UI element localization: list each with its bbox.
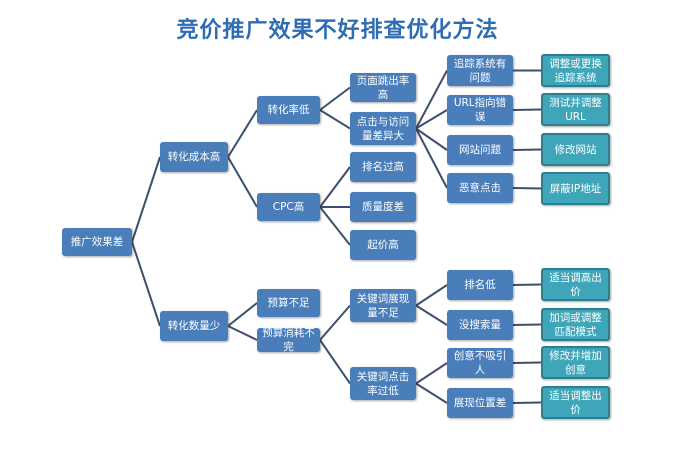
connector-d4-e4 bbox=[512, 187, 542, 190]
connector-root-a2 bbox=[131, 241, 161, 327]
connector-c7-d8 bbox=[415, 382, 448, 404]
connector-d8-e8 bbox=[512, 401, 542, 404]
diagram-title: 竞价推广效果不好排查优化方法 bbox=[176, 18, 499, 43]
node-unattractive-creative: 创意不吸引人 bbox=[447, 348, 513, 378]
connector-a1-b1 bbox=[227, 109, 258, 158]
connector-root-a1 bbox=[131, 156, 161, 243]
node-click-visit-gap: 点击与访问量差异大 bbox=[350, 112, 416, 145]
node-poor-position: 展现位置差 bbox=[447, 388, 513, 418]
node-low-rank: 排名低 bbox=[447, 270, 513, 300]
connector-a2-b3 bbox=[227, 302, 258, 327]
connector-b2-c5 bbox=[319, 206, 351, 246]
solution-test-url: 测试并调整URL bbox=[541, 93, 610, 126]
connector-d5-e5 bbox=[512, 283, 542, 286]
node-rank-too-high: 排名过高 bbox=[350, 152, 416, 182]
connector-c6-d5 bbox=[415, 284, 448, 307]
node-url-error: URL指向错误 bbox=[447, 95, 513, 125]
node-low-conversion-rate: 转化率低 bbox=[257, 96, 320, 124]
connector-c2-d1 bbox=[415, 70, 448, 129]
connector-c2-d3 bbox=[415, 127, 448, 151]
connector-c6-d6 bbox=[415, 304, 448, 326]
solution-adjust-bid: 适当调整出价 bbox=[541, 386, 610, 419]
node-low-impressions: 关键词展现量不足 bbox=[350, 289, 416, 322]
solution-improve-creative: 修改并增加创意 bbox=[541, 346, 610, 379]
node-website-issue: 网站问题 bbox=[447, 135, 513, 165]
node-high-bounce: 页面跳出率高 bbox=[350, 73, 416, 102]
node-no-search-volume: 没搜索量 bbox=[447, 310, 513, 340]
connector-d7-e7 bbox=[512, 361, 542, 364]
connector-d3-e3 bbox=[512, 148, 542, 151]
connector-b4-c6 bbox=[319, 304, 351, 341]
solution-fix-website: 修改网站 bbox=[541, 133, 610, 166]
connector-d2-e2 bbox=[512, 108, 542, 111]
connector-c2-d4 bbox=[415, 128, 448, 189]
node-low-conversions: 转化数量少 bbox=[160, 311, 228, 341]
node-poor-quality: 质量度差 bbox=[350, 192, 416, 222]
solution-raise-bid: 适当调高出价 bbox=[541, 268, 610, 301]
connector-a2-b4 bbox=[227, 325, 258, 341]
connector-d6-e6 bbox=[512, 323, 542, 326]
node-root: 推广效果差 bbox=[62, 228, 132, 256]
connector-b2-c3 bbox=[319, 166, 351, 208]
connector-b4-c7 bbox=[319, 339, 351, 385]
node-malicious-clicks: 恶意点击 bbox=[447, 173, 513, 203]
node-budget-insufficient: 预算不足 bbox=[257, 289, 320, 317]
connector-b1-c1 bbox=[319, 86, 351, 111]
node-tracking-issue: 追踪系统有问题 bbox=[447, 55, 513, 86]
connector-c2-d2 bbox=[415, 109, 448, 130]
solution-block-ip: 屏蔽IP地址 bbox=[541, 172, 610, 205]
solution-replace-tracking: 调整或更换追踪系统 bbox=[541, 54, 610, 87]
node-high-cpc: CPC高 bbox=[257, 193, 320, 221]
node-high-min-bid: 起价高 bbox=[350, 230, 416, 260]
connector-c7-d7 bbox=[415, 362, 448, 385]
node-high-conversion-cost: 转化成本高 bbox=[160, 142, 228, 172]
node-budget-unspent: 预算消耗不完 bbox=[257, 327, 320, 353]
solution-adjust-match: 加词或调整匹配模式 bbox=[541, 308, 610, 341]
node-low-ctr: 关键词点击率过低 bbox=[350, 367, 416, 400]
connector-b1-c2 bbox=[319, 109, 351, 130]
connector-a1-b2 bbox=[227, 156, 258, 208]
